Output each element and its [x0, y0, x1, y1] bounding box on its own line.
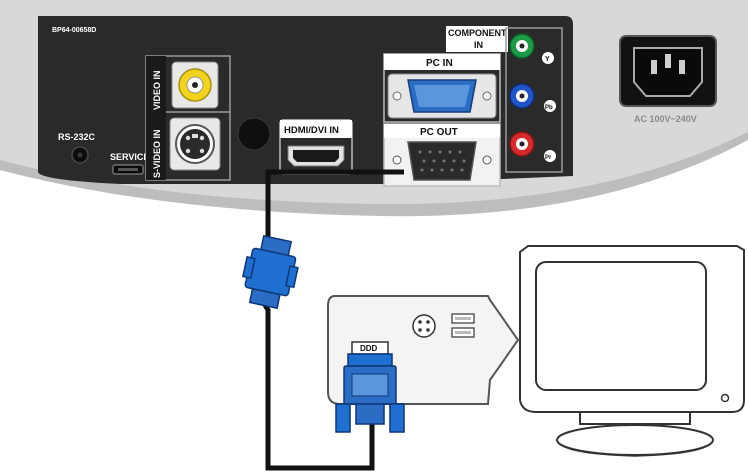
hdmi-port-icon[interactable] [287, 145, 345, 167]
component-box [505, 27, 563, 173]
pc-out-label: PC OUT [420, 127, 458, 138]
pc-in-label: PC IN [426, 58, 453, 69]
component-in-label-line1: COMPONENT [448, 28, 507, 38]
component-y-jack-icon[interactable] [509, 33, 535, 59]
rs232c-label: RS-232C [58, 132, 96, 142]
vga-cable [259, 169, 404, 471]
pc-in-vga-port-icon[interactable] [387, 73, 497, 119]
component-pb-jack-icon[interactable] [509, 83, 535, 109]
service-port-icon[interactable] [112, 164, 144, 175]
ac-voltage-label: AC 100V~240V [634, 114, 697, 124]
video-rca-jack-icon[interactable] [171, 61, 219, 109]
component-pr-label: Pr [545, 155, 552, 161]
monitor-s-video-port-icon [412, 314, 436, 338]
rs232c-port-icon[interactable] [71, 146, 89, 164]
component-pr-jack-icon[interactable] [509, 131, 535, 157]
video-in-label: VIDEO IN [152, 70, 162, 110]
component-y-label: Y [545, 56, 550, 63]
vga-plug-lower-icon: DDD [335, 341, 405, 433]
s-video-port-icon[interactable] [169, 117, 221, 171]
component-in-label-line2: IN [474, 40, 483, 50]
model-code: BP64-00658D [52, 27, 96, 34]
monitor-icon [519, 245, 745, 457]
round-hole-icon [237, 117, 271, 151]
pc-out-vga-port-icon[interactable] [392, 141, 492, 181]
service-label: SERVICE [110, 152, 149, 162]
monitor-usb-ports-icon [451, 313, 475, 338]
vga-plug-upper-icon [242, 234, 299, 310]
component-pb-label: Pb [545, 105, 553, 111]
s-video-in-label: S-VIDEO IN [152, 129, 162, 178]
hdmi-dvi-in-label: HDMI/DVI IN [284, 125, 339, 136]
plug-pin-label: DDD [360, 344, 378, 353]
power-socket-icon[interactable] [619, 35, 717, 107]
